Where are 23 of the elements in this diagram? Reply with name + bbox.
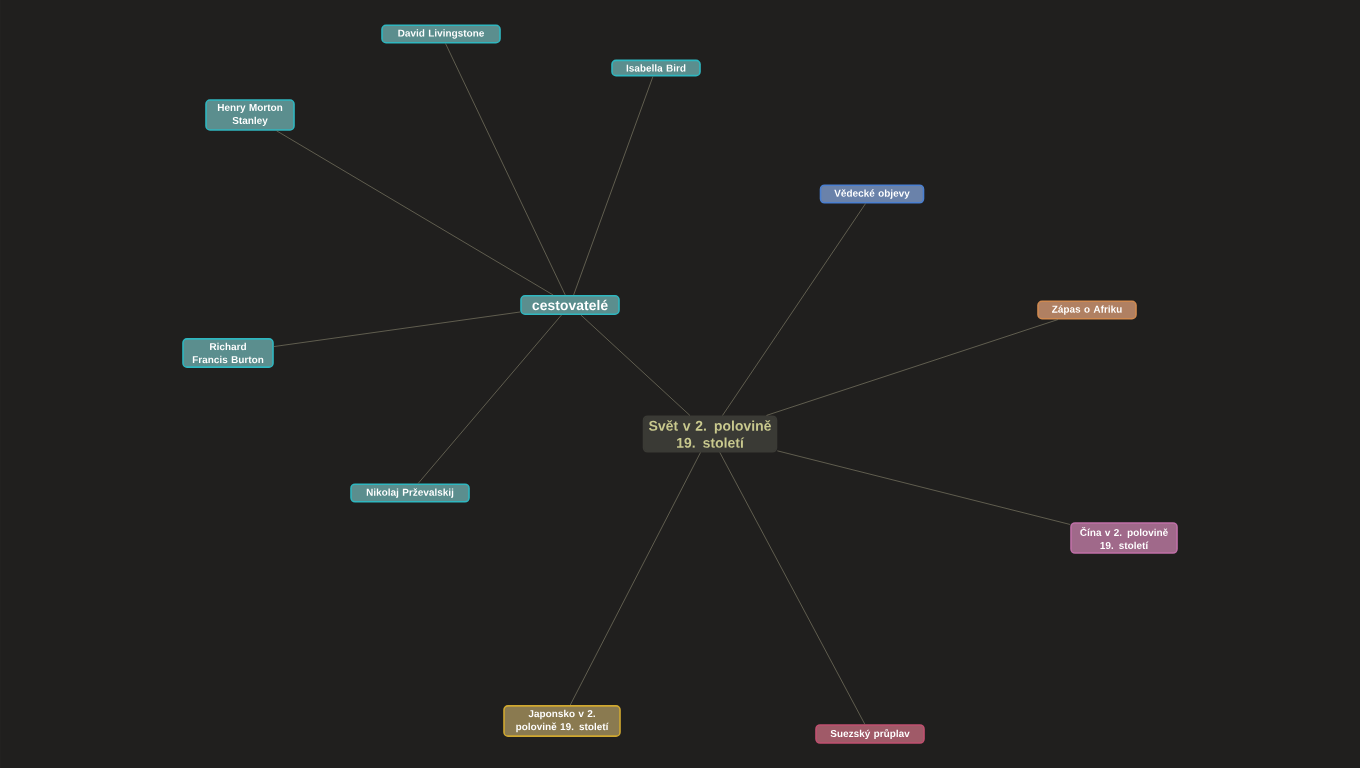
connector-line	[273, 311, 521, 347]
connector-line	[445, 43, 566, 296]
topic-box: David Livingstone	[381, 24, 501, 44]
connector-line	[573, 76, 654, 296]
topic-box: Isabella Bird	[611, 59, 701, 77]
topic-box: Richard Francis Burton	[182, 338, 274, 368]
connector-line	[276, 130, 554, 296]
topic-box: cestovatelé	[520, 295, 620, 315]
topic-box: Nikolaj Prževalskij	[350, 483, 470, 503]
topic-box: Japonsko v 2. polovině 19. století	[503, 705, 621, 737]
topic-box: Zápas o Afriku	[1037, 300, 1137, 320]
connector-line	[580, 314, 691, 416]
connector-line	[417, 314, 562, 484]
topic-box: Suezský průplav	[815, 724, 925, 744]
connector-line	[719, 452, 866, 725]
connector-line	[777, 450, 1071, 525]
topic-box: Henry Morton Stanley	[205, 99, 295, 131]
connector-line	[569, 452, 701, 706]
connector-line	[766, 319, 1059, 416]
connector-line	[722, 203, 866, 416]
topic-box: Vědecké objevy	[819, 184, 925, 204]
central-topic-box: Svět v 2. polovině 19. století	[642, 415, 778, 453]
topic-box: Čína v 2. polovině 19. století	[1070, 522, 1178, 554]
